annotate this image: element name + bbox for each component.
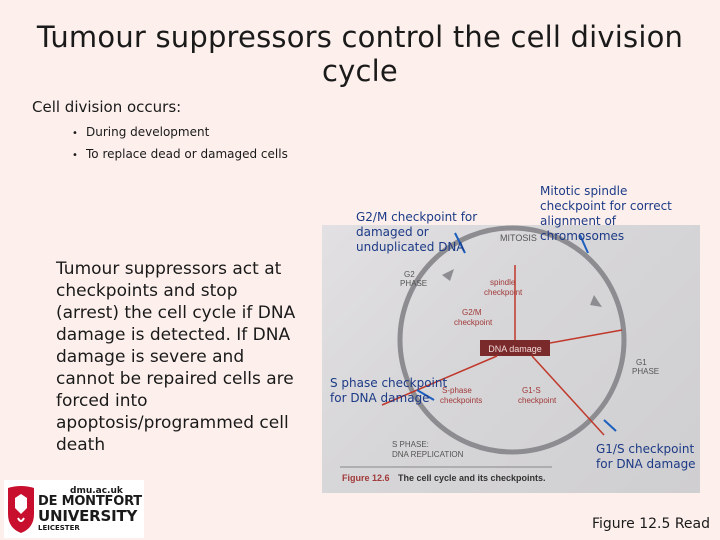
checkpoint-tick	[579, 234, 589, 254]
checkpoint-tick	[454, 232, 466, 254]
logo-line-3: LEICESTER	[38, 524, 80, 532]
g1-phase-label: PHASE	[632, 367, 659, 376]
mitosis-label: MITOSIS	[500, 233, 537, 243]
university-logo[interactable]: dmu.ac.uk DE MONTFORT UNIVERSITY LEICEST…	[4, 480, 144, 538]
s-phase-checkpoints-label: checkpoints	[440, 396, 482, 405]
dna-damage-box	[480, 340, 550, 356]
logo-line-2: UNIVERSITY	[38, 507, 138, 525]
cycle-arrowhead	[590, 295, 602, 307]
logo-line-1: DE MONTFORT	[38, 494, 142, 509]
cycle-arrowhead	[442, 269, 454, 281]
s-phase-label: S PHASE:	[392, 440, 429, 449]
g1s-checkpoint-label: G1-S	[522, 386, 541, 395]
damage-arrow	[549, 329, 623, 344]
g2m-checkpoint-label: checkpoint	[454, 318, 493, 327]
g2-phase-label: G2	[404, 270, 415, 279]
intro-text: Cell division occurs:	[32, 98, 182, 116]
s-phase-label: DNA REPLICATION	[392, 450, 464, 459]
s-phase-checkpoints-label: S-phase	[442, 386, 472, 395]
bullet-item: During development	[86, 122, 288, 144]
annotation-s-phase-checkpoint: S phase checkpoint for DNA damage	[330, 376, 448, 405]
g1-phase-label: G1	[636, 358, 647, 367]
annotation-g2m-checkpoint: G2/M checkpoint for damaged or unduplica…	[356, 210, 478, 254]
g2m-checkpoint-label: G2/M	[462, 308, 482, 317]
checkpoint-tick	[603, 419, 617, 432]
annotation-mitotic-spindle: Mitotic spindle checkpoint for correct a…	[540, 184, 672, 243]
bullet-item: To replace dead or damaged cells	[86, 144, 288, 166]
g2-phase-label: PHASE	[400, 279, 427, 288]
logo-url: dmu.ac.uk	[70, 486, 123, 496]
figure-caption-number: Figure 12.6	[342, 473, 390, 483]
spindle-checkpoint-label: checkpoint	[484, 288, 523, 297]
damage-arrow	[531, 355, 605, 436]
g1s-checkpoint-label: checkpoint	[518, 396, 557, 405]
dna-damage-label: DNA damage	[488, 344, 542, 354]
figure-reference: Figure 12.5 Read	[592, 516, 710, 532]
slide-title: Tumour suppressors control the cell divi…	[36, 20, 684, 88]
spindle-checkpoint-label: spindle	[490, 278, 516, 287]
crest-icon	[8, 486, 34, 533]
bullet-list: During development To replace dead or da…	[86, 122, 288, 166]
annotation-g1s-checkpoint: G1/S checkpoint for DNA damage	[596, 442, 696, 471]
cell-cycle-ring	[397, 225, 627, 455]
figure-caption-text: The cell cycle and its checkpoints.	[398, 473, 546, 483]
cell-cycle-figure: DNA damage MITOSIS G2 PHASE spindle chec…	[322, 225, 700, 493]
damage-arrow	[381, 355, 498, 406]
body-paragraph: Tumour suppressors act at checkpoints an…	[56, 259, 296, 455]
checkpoint-tick	[416, 389, 435, 401]
